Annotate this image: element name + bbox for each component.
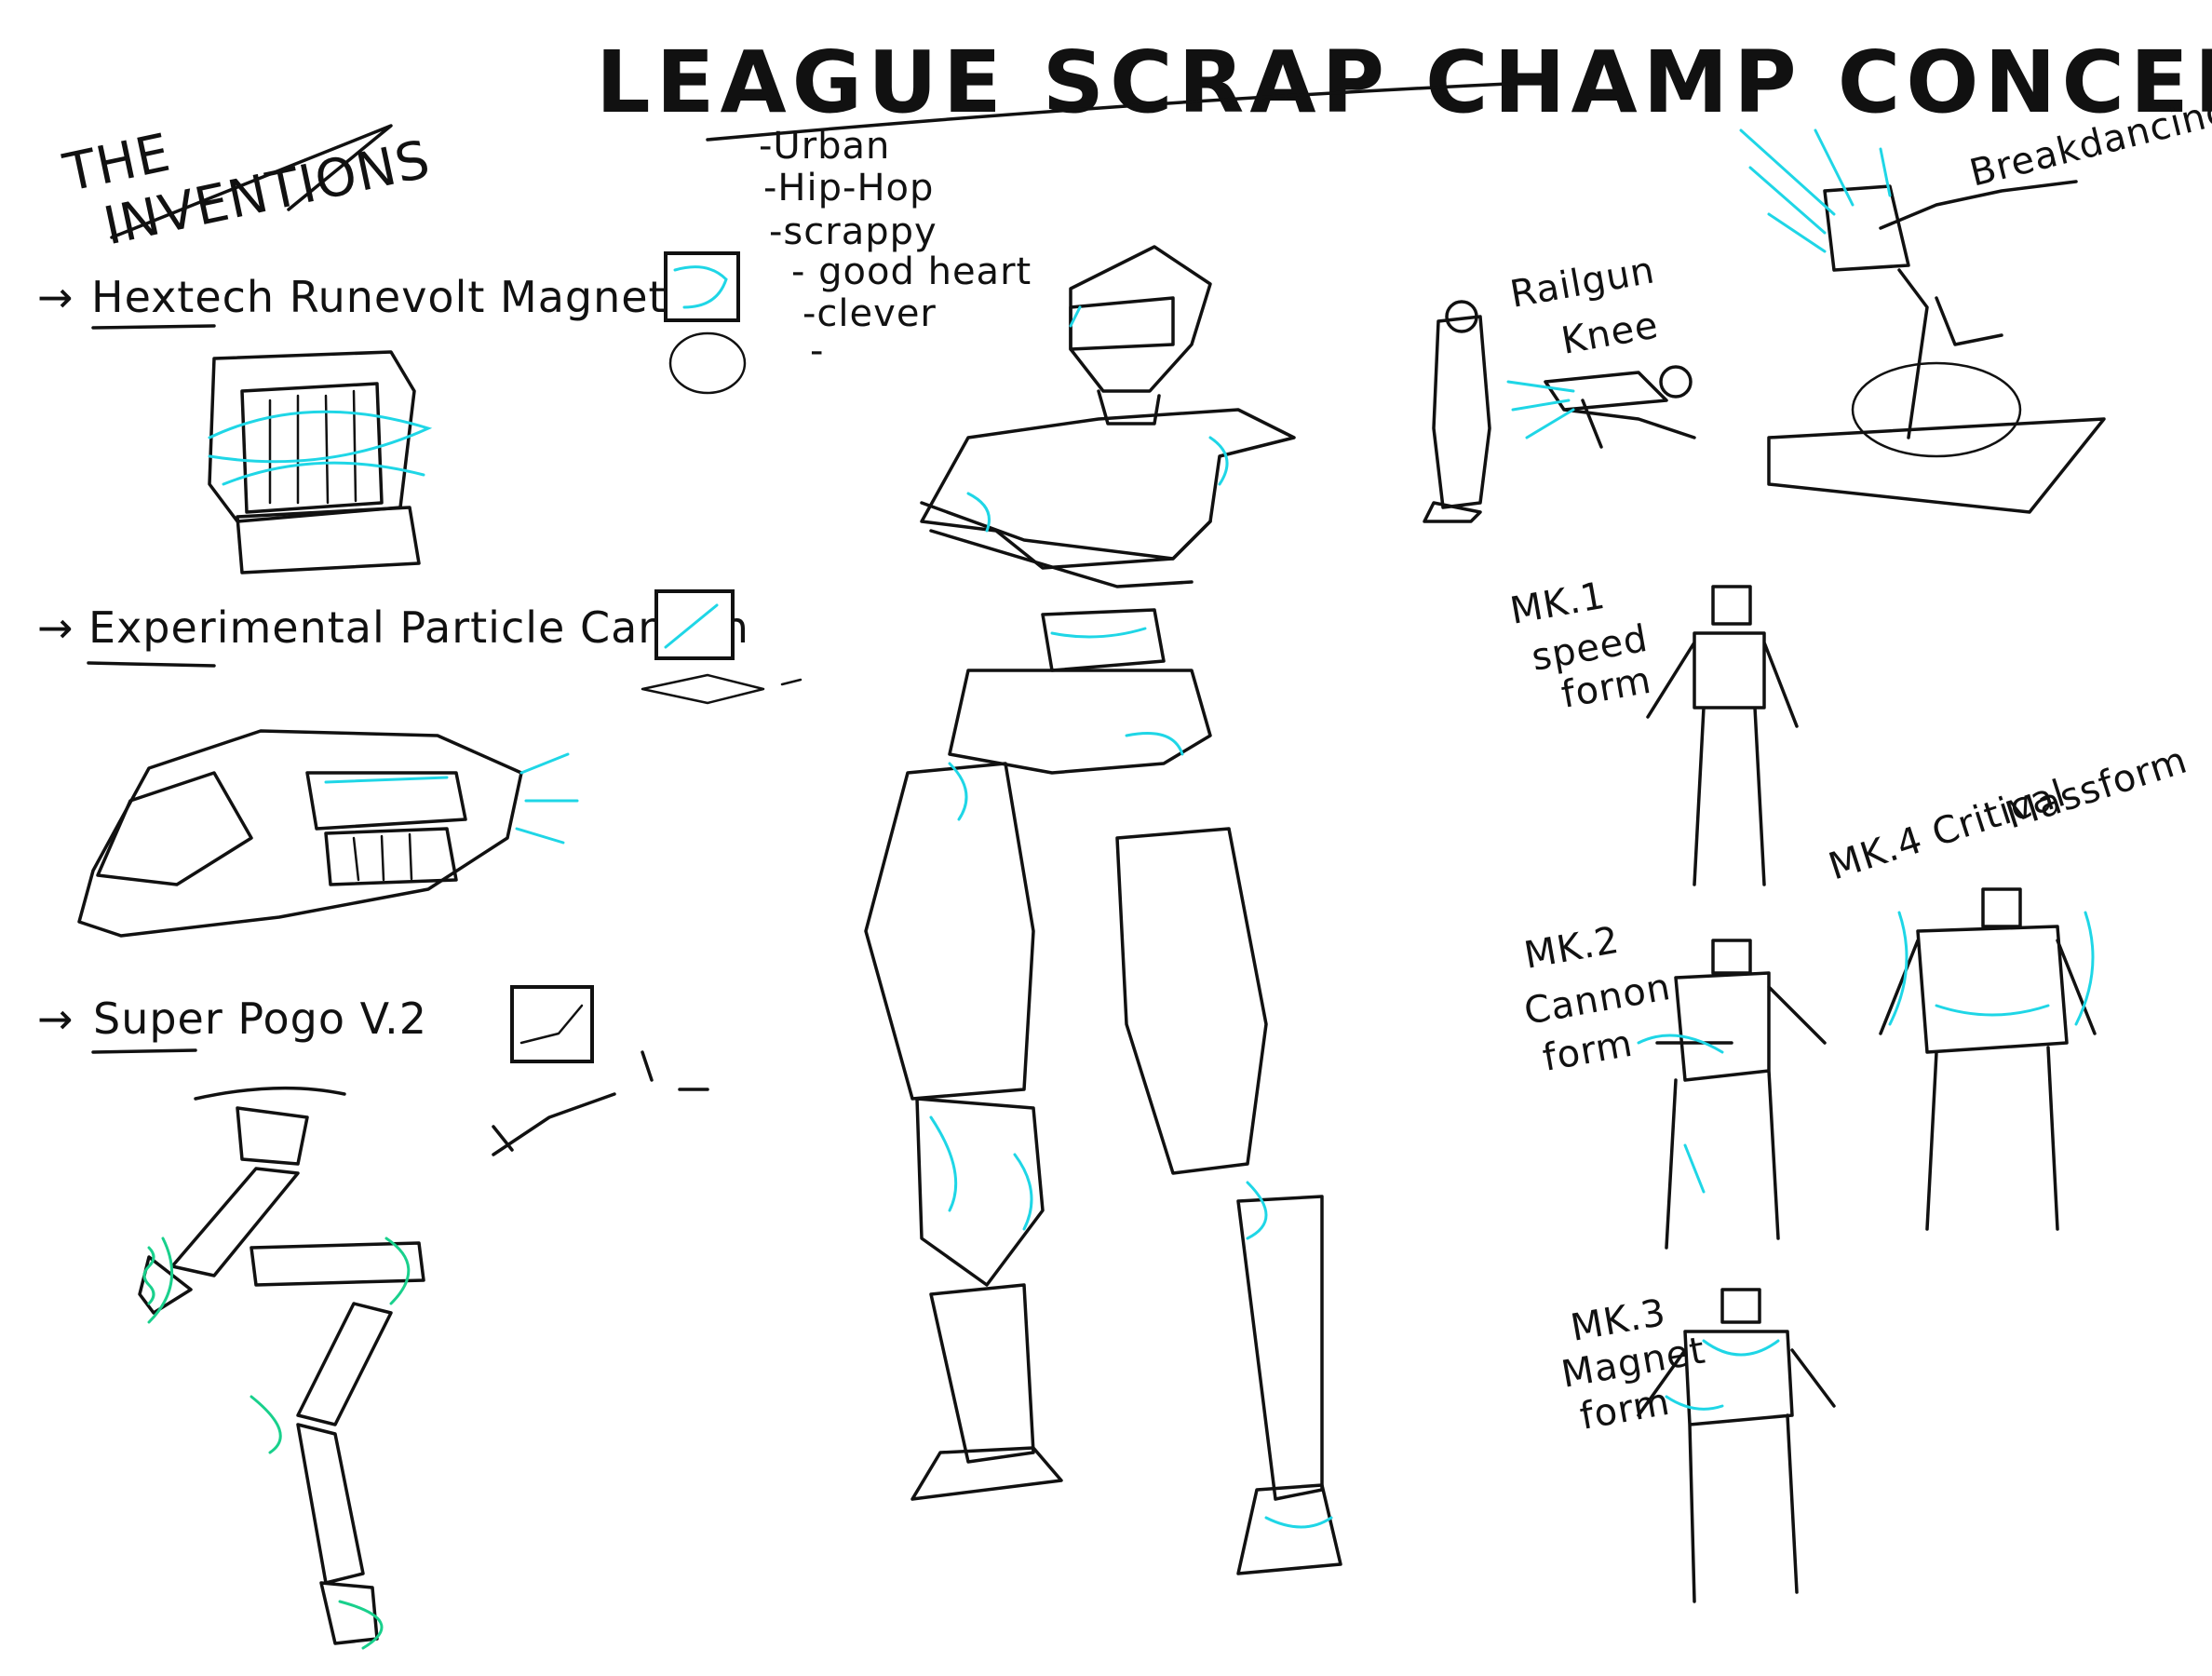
- mk4-critical-mass-form: MK.4 Critical Massform: [1824, 738, 2192, 1231]
- magnet-drawing: [208, 350, 433, 574]
- mk2-cannon-form: MK.2 Cannon form: [1521, 919, 1827, 1250]
- invention-label-magnet: Hextech Runevolt Magnet: [91, 272, 667, 322]
- pogo-motion-arrow: [492, 1050, 709, 1156]
- breakdancing-sketch: Breakdancing: [1739, 89, 2212, 514]
- trait-1: -Urban: [759, 125, 890, 168]
- figure-hips: [948, 669, 1212, 775]
- figure-visor: [1069, 296, 1175, 351]
- pogo-thumbnail: [510, 985, 594, 1063]
- trait-2: -Hip-Hop: [763, 167, 934, 210]
- mk1-speed-form: MK.1 speed form: [1507, 574, 1799, 886]
- invention-label-cannon: Experimental Particle Cannon: [88, 602, 749, 653]
- figure-waist: [1041, 608, 1166, 672]
- invention-magnet: → Hextech Runevolt Magnet: [37, 251, 747, 574]
- mk3-magnet-form: MK.3 Magnet form: [1558, 1288, 1836, 1603]
- pogo-drawing: [138, 1086, 425, 1650]
- figure-crossed-arms: [920, 501, 1212, 588]
- figure-right-foot: [1236, 1483, 1342, 1575]
- inventions-heading: THE INVENTIONS: [58, 123, 436, 258]
- label-underline: [91, 1048, 197, 1054]
- railgun-knee-sketch: Railgun Knee: [1423, 249, 1696, 523]
- invention-cannon: → Experimental Particle Cannon: [37, 589, 803, 938]
- figure-cyan-accents: [929, 305, 1333, 1529]
- label-underline: [87, 661, 216, 668]
- trait-4: - good heart: [791, 250, 1032, 293]
- thumbnail-glow: [664, 603, 719, 649]
- railgun-label-line2: Knee: [1558, 304, 1662, 363]
- label-underline: [91, 324, 216, 330]
- cannon-drawing: [77, 729, 579, 938]
- breakdance-floor: [1767, 417, 2106, 514]
- invention-arrow: →: [37, 272, 74, 322]
- invention-arrow: →: [37, 602, 74, 653]
- figure-right-shin: [1236, 1195, 1324, 1501]
- mk2-label-line3: form: [1540, 1022, 1637, 1080]
- mk4-label-line2: Massform: [2001, 738, 2192, 837]
- trait-3: -scrappy: [769, 210, 937, 253]
- figure-right-thigh: [1115, 827, 1268, 1175]
- title-underline: [706, 82, 1510, 142]
- magnet-thumb-sketch: [668, 331, 747, 395]
- magnet-thumbnail: [664, 251, 740, 322]
- title-block: LEAGUE SCRAP CHAMP CONCEPT: [596, 33, 2212, 142]
- invention-pogo: → Super Pogo V.2: [37, 985, 709, 1650]
- mk1-label: MK.1: [1507, 574, 1609, 633]
- cannon-thumb-sketch: [641, 673, 803, 705]
- trait-6: -: [810, 330, 824, 372]
- pogo-thumb-sketch: [519, 1004, 584, 1045]
- figure-helmet: [1069, 245, 1212, 393]
- invention-arrow: →: [37, 993, 74, 1044]
- personality-notes: -Urban -Hip-Hop -scrappy - good heart -c…: [759, 125, 1032, 372]
- invention-label-pogo: Super Pogo V.2: [93, 993, 427, 1044]
- thumbnail-glow: [673, 265, 728, 309]
- trait-5: -clever: [803, 292, 937, 335]
- inventions-arrow: [110, 124, 393, 239]
- mk2-label: MK.2: [1521, 919, 1623, 978]
- figure-left-shin: [929, 1283, 1035, 1464]
- page-title: LEAGUE SCRAP CHAMP CONCEPT: [596, 33, 2212, 132]
- figure-left-knee: [915, 1097, 1045, 1287]
- mk2-label-line2: Cannon: [1521, 966, 1675, 1034]
- main-character-figure: [864, 245, 1342, 1575]
- figure-left-thigh: [864, 762, 1035, 1101]
- figure-left-foot: [910, 1446, 1063, 1501]
